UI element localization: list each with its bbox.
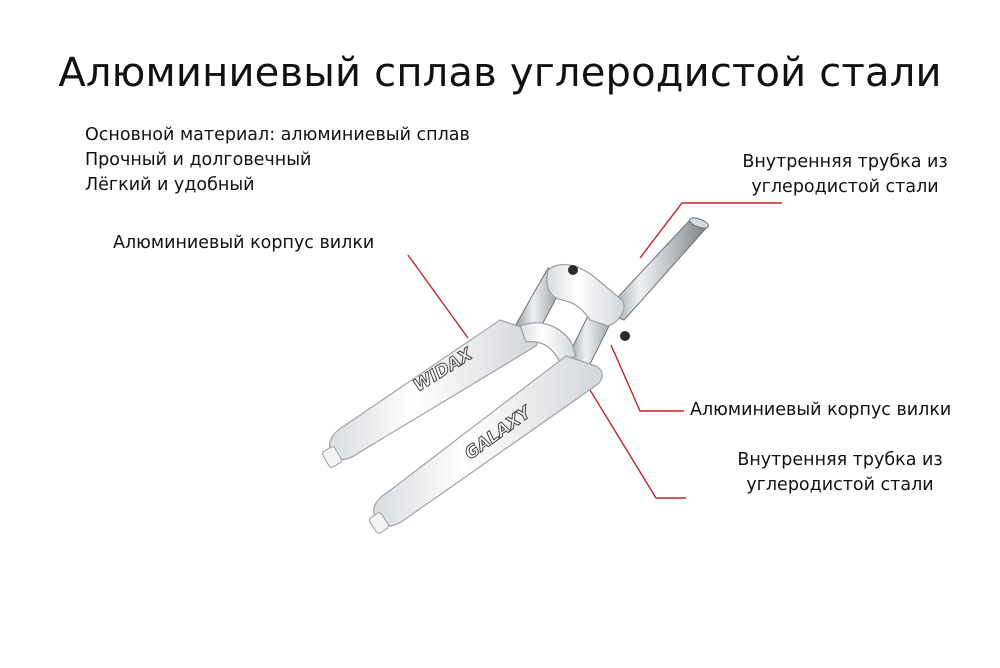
page-title: Алюминиевый сплав углеродистой стали — [58, 50, 942, 96]
callout-inner-tube-bottom: Внутренняя трубка из углеродистой стали — [695, 448, 985, 498]
callout-line: Внутренняя трубка из — [737, 450, 943, 470]
steerer-tube — [603, 217, 709, 321]
leader-line-middle-right — [610, 344, 684, 412]
callout-line: Внутренняя трубка из — [742, 152, 948, 172]
feature-item: Прочный и долговечный — [85, 150, 312, 170]
callout-inner-tube-top: Внутренняя трубка из углеродистой стали — [700, 150, 990, 200]
feature-item: Лёгкий и удобный — [85, 175, 255, 195]
callout-fork-body-top: Алюминиевый корпус вилки — [113, 233, 375, 253]
leader-line-bottom-right — [589, 389, 686, 499]
feature-list: Основной материал: алюминиевый сплав Про… — [85, 123, 470, 198]
feature-item: Основной материал: алюминиевый сплав — [85, 125, 470, 145]
callout-fork-body-side: Алюминиевый корпус вилки — [690, 400, 952, 420]
right-lower-leg: GALAXY — [368, 355, 603, 534]
callout-line: углеродистой стали — [751, 177, 939, 197]
leader-line-top-left — [407, 254, 469, 339]
fork-crown — [546, 263, 630, 341]
leader-lines — [407, 202, 782, 499]
callout-line: углеродистой стали — [746, 475, 934, 495]
leader-line-top-right — [639, 202, 782, 259]
